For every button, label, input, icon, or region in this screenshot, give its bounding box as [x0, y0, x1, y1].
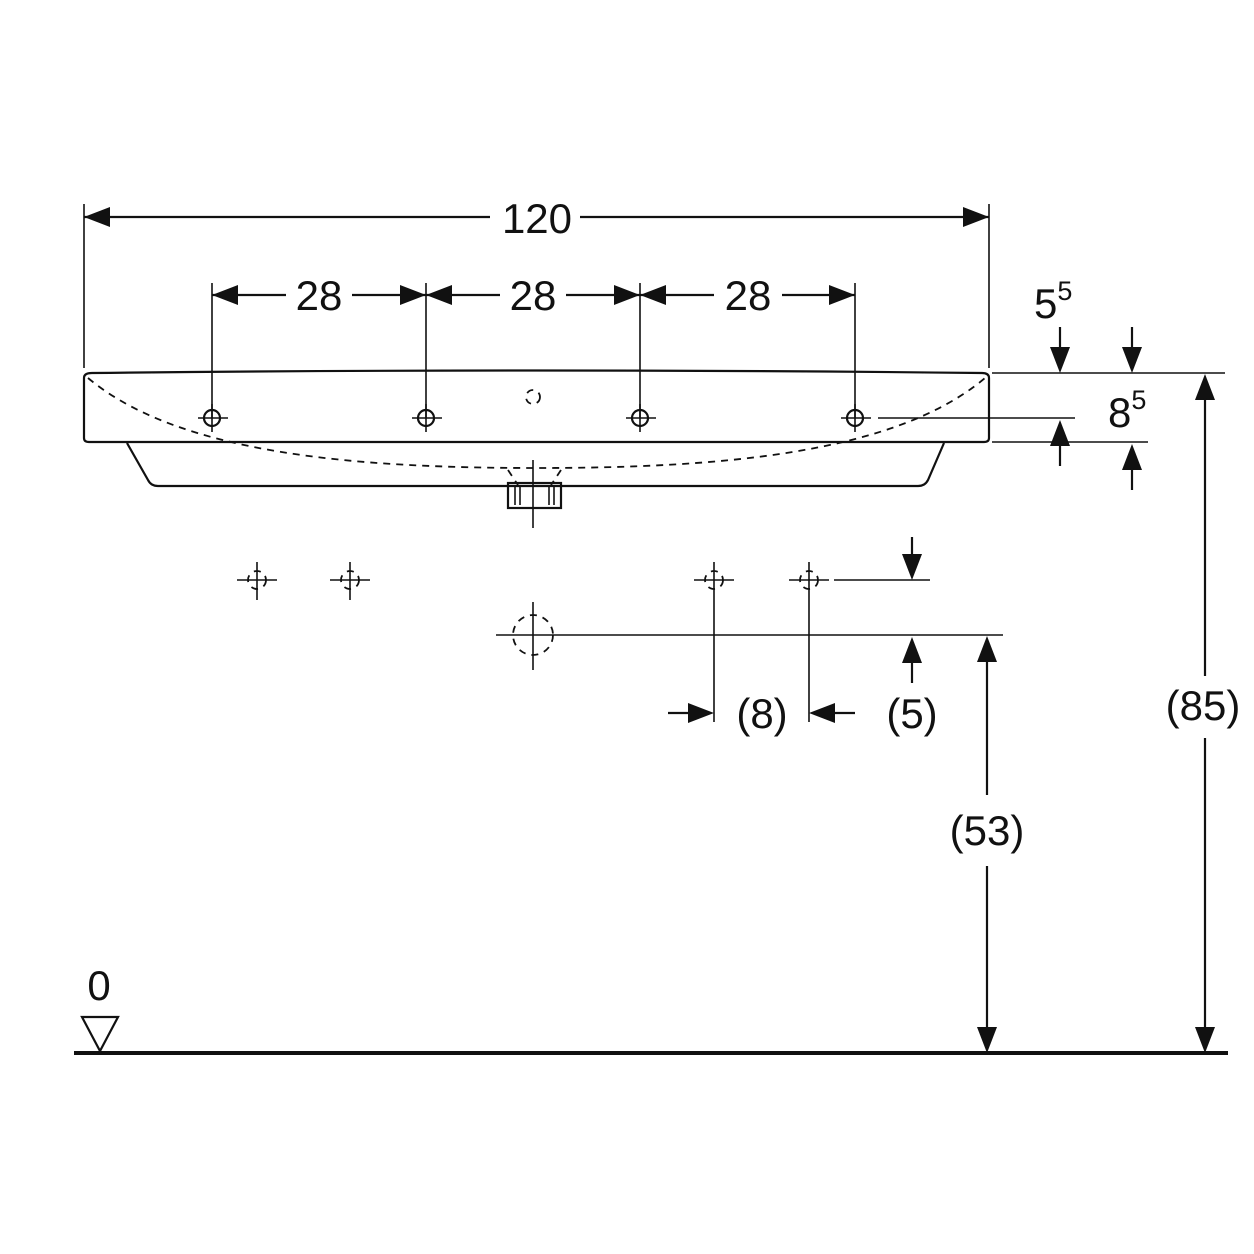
- tap-hole-1: [198, 404, 228, 432]
- basin-outline: [82, 369, 991, 528]
- tap-hole-4: [841, 404, 1075, 432]
- dimension-total-height: (85): [1166, 374, 1241, 1053]
- floor-reference: 0: [74, 962, 1228, 1055]
- fixing-hole-4: [789, 562, 930, 722]
- dimension-rim: 55 85: [992, 276, 1225, 490]
- tap-spacing-label-1: 28: [296, 272, 343, 319]
- dimension-waste-offset: (5): [886, 537, 938, 737]
- fixing-hole-1: [237, 562, 277, 600]
- tap-spacing-label-3: 28: [725, 272, 772, 319]
- waste-spacing-label: (8): [736, 690, 787, 737]
- rim-thickness-label: 85: [1108, 385, 1146, 436]
- floor-level-label: 0: [87, 962, 110, 1009]
- tap-holes: [198, 404, 1075, 432]
- dimension-tap-spacing: 28 28 28: [211, 272, 856, 418]
- waste-position: [496, 602, 1003, 670]
- dimension-waste-height: (53): [950, 636, 1025, 1053]
- tap-hole-2: [412, 404, 442, 432]
- dimension-waste-spacing: (8): [668, 690, 855, 737]
- overall-width-label: 120: [502, 195, 572, 242]
- fixing-holes: [237, 562, 1003, 722]
- level-triangle-icon: [80, 1015, 120, 1054]
- waste-offset-label: (5): [886, 690, 937, 737]
- waste-height-label: (53): [950, 807, 1025, 854]
- tap-spacing-label-2: 28: [510, 272, 557, 319]
- tap-hole-3: [626, 404, 656, 432]
- fixing-hole-3: [694, 562, 734, 722]
- total-height-label: (85): [1166, 682, 1241, 729]
- fixing-hole-2: [330, 562, 370, 600]
- dimension-overall-width: 120: [83, 195, 990, 368]
- rim-offset-label: 55: [1034, 276, 1072, 327]
